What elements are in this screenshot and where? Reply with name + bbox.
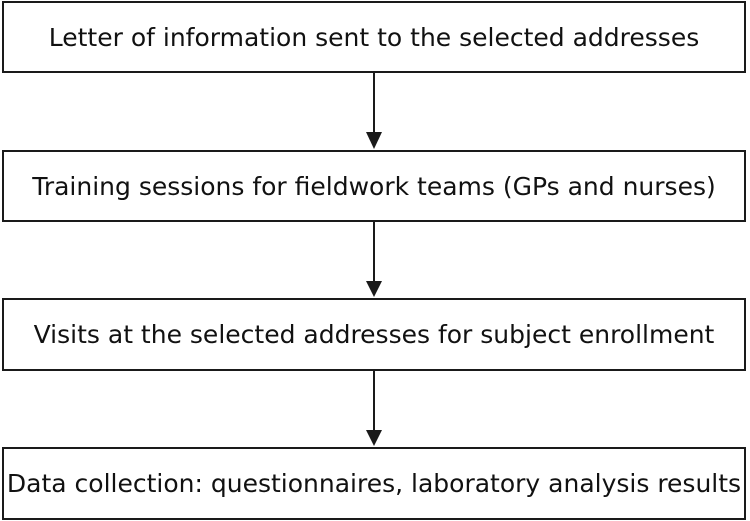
step-data-collection: Data collection: questionnaires, laborat… (2, 447, 746, 520)
step-label: Visits at the selected addresses for sub… (33, 320, 715, 349)
arrow-3-to-4 (366, 371, 382, 446)
step-visits-enrollment: Visits at the selected addresses for sub… (2, 298, 746, 371)
step-letter-of-information: Letter of information sent to the select… (2, 1, 746, 73)
step-training-sessions: Training sessions for fieldwork teams (G… (2, 150, 746, 222)
arrow-1-to-2 (366, 73, 382, 149)
step-label: Training sessions for fieldwork teams (G… (32, 171, 716, 201)
arrow-2-to-3 (366, 222, 382, 297)
step-label: Data collection: questionnaires, laborat… (6, 469, 742, 498)
step-label: Letter of information sent to the select… (48, 22, 700, 52)
